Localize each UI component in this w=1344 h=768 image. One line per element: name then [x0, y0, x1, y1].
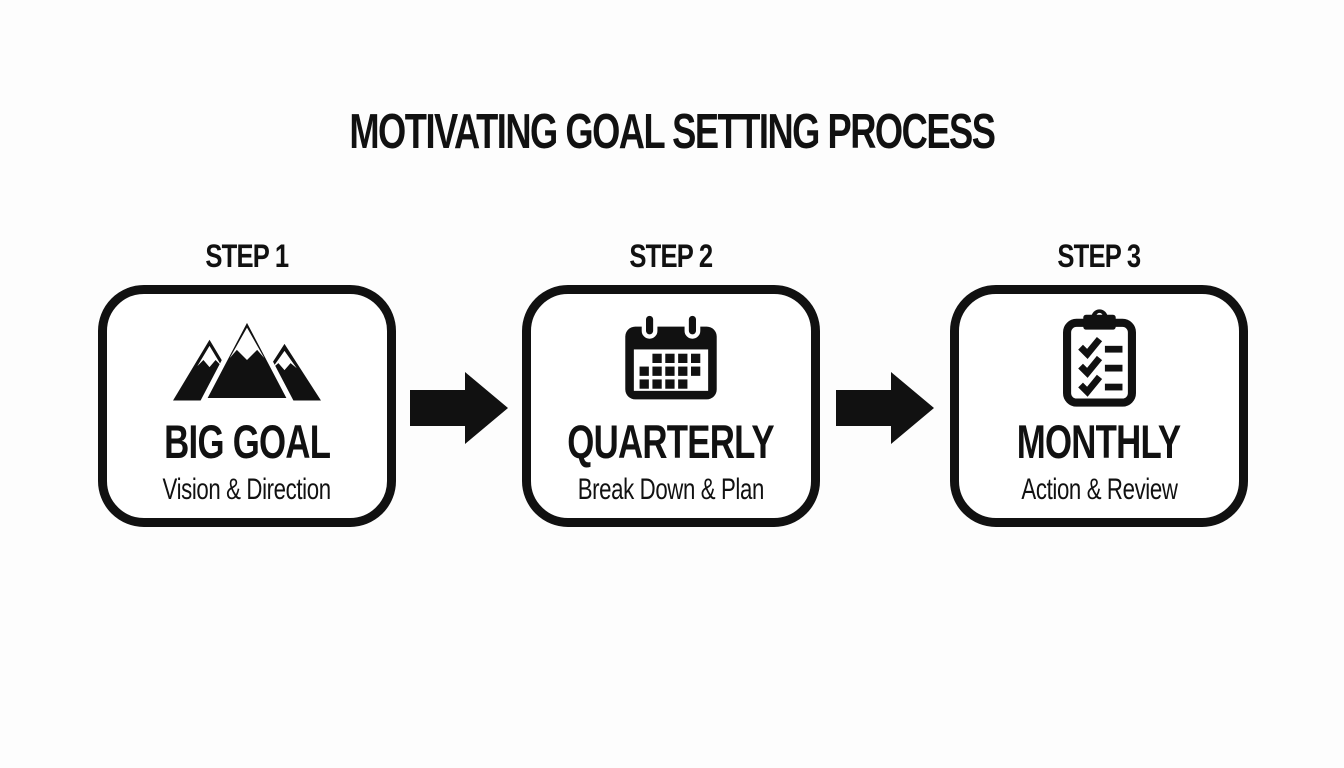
step-card-title: MONTHLY: [1017, 414, 1181, 468]
step-card-subtitle: Action & Review: [1020, 472, 1178, 506]
step-card-subtitle: Vision & Direction: [162, 472, 332, 506]
step-1-label: STEP 1: [205, 238, 290, 274]
mountains-icon: [171, 310, 323, 406]
clipboard-checklist-icon: [1060, 308, 1139, 407]
right-arrow-icon: [836, 372, 934, 444]
right-arrow-icon: [410, 372, 508, 444]
step-3-label: STEP 3: [1057, 238, 1142, 274]
step-card-quarterly: QUARTERLY Break Down & Plan: [522, 285, 820, 527]
step-card-subtitle: Break Down & Plan: [577, 472, 765, 506]
step-card-title: QUARTERLY: [567, 414, 775, 468]
step-2-label: STEP 2: [629, 238, 714, 274]
diagram-title: MOTIVATING GOAL SETTING PROCESS: [349, 105, 996, 159]
step-card-big-goal: BIG GOAL Vision & Direction: [98, 285, 396, 527]
calendar-icon: [621, 310, 721, 406]
step-card-monthly: MONTHLY Action & Review: [950, 285, 1248, 527]
step-card-title: BIG GOAL: [163, 414, 331, 468]
